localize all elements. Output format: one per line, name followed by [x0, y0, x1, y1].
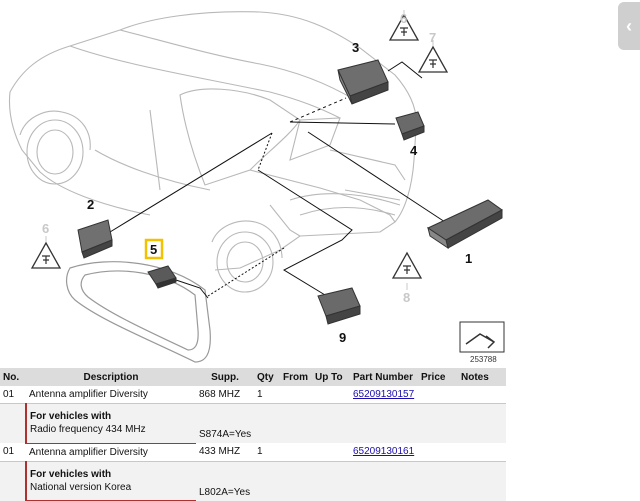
- row-upto: [312, 386, 350, 404]
- reference-icon-box: [459, 321, 505, 353]
- part-9-module: [317, 287, 361, 325]
- row-no: 01: [0, 386, 26, 404]
- callout-2[interactable]: 2: [87, 197, 94, 212]
- row-notes: [458, 386, 506, 404]
- header-price: Price: [418, 368, 458, 386]
- row-description: Antenna amplifier Diversity: [26, 443, 196, 462]
- row-from: [280, 386, 312, 404]
- part-number-link[interactable]: 65209130157: [353, 389, 415, 400]
- callout-4[interactable]: 4: [410, 143, 418, 158]
- reference-number: 253788: [470, 355, 497, 364]
- row-qty: 1: [254, 443, 280, 462]
- part-4-module: [395, 111, 425, 141]
- parts-diagram: 3 6 7 4 2 6 1 8 9 5 253788: [8, 10, 505, 364]
- callout-7[interactable]: 7: [429, 30, 436, 45]
- header-description: Description: [26, 368, 196, 386]
- note-title: For vehicles with: [30, 411, 112, 423]
- row-from: [280, 443, 312, 462]
- glass-panel: [65, 261, 211, 363]
- header-upto: Up To: [312, 368, 350, 386]
- row-notes: [458, 443, 506, 462]
- row-supp: 433 MHZ: [196, 443, 254, 462]
- part-1-antenna-amplifier: [426, 199, 503, 250]
- callout-1[interactable]: 1: [465, 251, 472, 266]
- callout-9[interactable]: 9: [339, 330, 346, 345]
- chevron-left-icon: ‹: [626, 15, 632, 36]
- part-5-module: [147, 265, 177, 289]
- row-price: [418, 386, 458, 404]
- note-code: L802A=Yes: [199, 486, 251, 498]
- note-description: For vehicles with Radio frequency 434 MH…: [25, 403, 196, 444]
- callout-3[interactable]: 3: [352, 40, 359, 55]
- header-qty: Qty: [254, 368, 280, 386]
- row-part-number[interactable]: 65209130157: [350, 386, 418, 404]
- callout-6-top[interactable]: 6: [400, 11, 407, 26]
- callout-5[interactable]: 5: [150, 242, 157, 257]
- part-3-module: [337, 59, 389, 105]
- part-number-link[interactable]: 65209130161: [353, 446, 415, 458]
- header-supp: Supp.: [196, 368, 254, 386]
- row-qty: 1: [254, 386, 280, 404]
- table-row: 01 Antenna amplifier Diversity 868 MHZ 1…: [0, 386, 506, 404]
- note-code: S874A=Yes: [199, 429, 252, 440]
- callout-6-left[interactable]: 6: [42, 221, 49, 236]
- warning-triangle-icons: [30, 10, 449, 290]
- esd-warning-icon: [417, 45, 449, 73]
- back-tab-button[interactable]: ‹: [618, 2, 640, 50]
- esd-warning-icon: [388, 13, 420, 41]
- table-note-row: For vehicles with National version Korea…: [0, 461, 506, 501]
- table-row: 01 Antenna amplifier Diversity 433 MHZ 1…: [0, 443, 506, 462]
- callout-5-highlight: [144, 238, 164, 260]
- row-no: 01: [0, 443, 26, 462]
- note-description: For vehicles with National version Korea: [25, 461, 196, 501]
- header-from: From: [280, 368, 312, 386]
- note-text: National version Korea: [30, 481, 132, 493]
- part-2-module: [77, 219, 113, 259]
- parts-table: No. Description Supp. Qty From Up To Par…: [0, 368, 506, 501]
- note-text: Radio frequency 434 MHz: [30, 424, 146, 436]
- note-title: For vehicles with: [30, 468, 112, 480]
- table-note-row: For vehicles with Radio frequency 434 MH…: [0, 403, 506, 444]
- leader-lines: [109, 61, 446, 299]
- header-part-number: Part Number: [350, 368, 418, 386]
- esd-warning-icon: [391, 251, 423, 279]
- row-upto: [312, 443, 350, 462]
- header-notes: Notes: [458, 368, 506, 386]
- callout-8[interactable]: 8: [403, 290, 410, 305]
- car-outline: [8, 11, 417, 293]
- row-supp: 868 MHZ: [196, 386, 254, 404]
- header-no: No.: [0, 368, 26, 386]
- row-part-number[interactable]: 65209130161: [350, 443, 418, 462]
- row-price: [418, 443, 458, 462]
- row-description: Antenna amplifier Diversity: [26, 386, 196, 404]
- table-header-row: No. Description Supp. Qty From Up To Par…: [0, 368, 506, 386]
- esd-warning-icon: [30, 241, 62, 269]
